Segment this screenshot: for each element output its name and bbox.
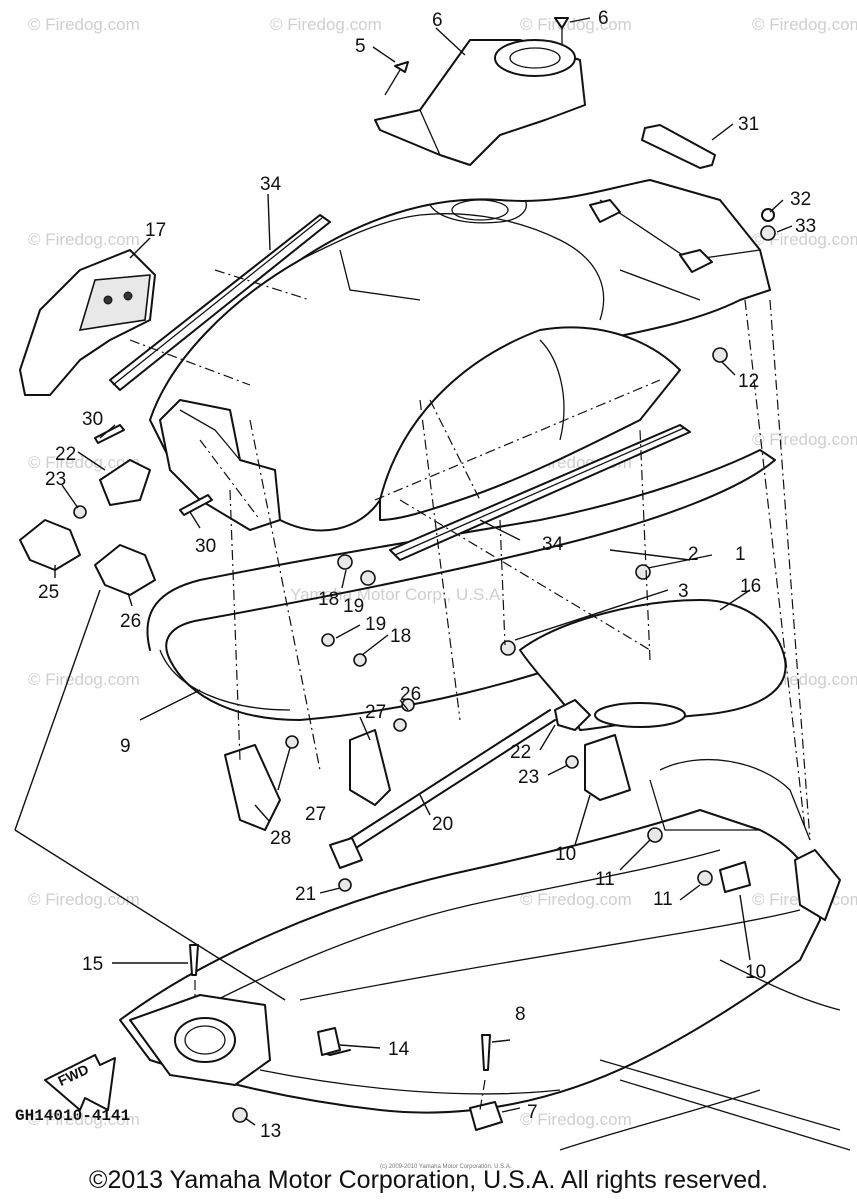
callout-34-top: 34 [260,174,282,195]
watermark: © Firedog.com [28,15,140,34]
callout-13: 13 [260,1121,281,1142]
watermark: © Firedog.com [28,453,140,472]
callout-26-right: 26 [120,611,141,632]
small-parts [19,124,841,1131]
part-diagram-code: GH14010-4141 [15,1107,130,1125]
callout-10-middle: 10 [555,844,576,865]
fasteners [73,17,728,1123]
watermark: © Firedog.com [752,430,857,449]
watermark: © Firedog.com [270,15,382,34]
deck [146,179,776,721]
callout-30-left: 30 [82,409,103,430]
callout-19-top: 19 [343,596,364,617]
callout-18-bottom: 18 [390,626,411,647]
callout-31: 31 [738,114,759,135]
callout-28: 27 [365,702,386,723]
watermark: © Firedog.com [520,15,632,34]
watermark: © Firedog.com [28,670,140,689]
callout-34-bottom: 34 [542,534,564,555]
part-16-hood [519,599,787,731]
callout-22: 22 [510,742,531,763]
callout-14: 14 [388,1039,410,1060]
callout-11-right: 11 [653,889,673,910]
watermark: © Firedog.com [752,15,857,34]
callout-1: 1 [735,544,746,565]
watermark: Yamaha Motor Corp., U.S.A. [290,585,505,604]
callout-labels: 6 6 5 31 34 17 32 33 12 30 22 23 30 34 2… [15,8,816,1142]
callout-27-bottom: 27 [305,804,326,825]
callout-15: 15 [82,954,103,975]
watermark: © Firedog.com [28,890,140,909]
parts-exploded-diagram: © Firedog.com © Firedog.com © Firedog.co… [14,8,857,1151]
callout-26-left: 25 [38,582,59,603]
callout-11-middle: 11 [595,869,615,890]
callout-4: 6 [432,10,443,31]
part-4-handlebar-cover [374,39,586,166]
callout-5: 5 [355,36,366,57]
copyright-footer: ©2013 Yamaha Motor Corporation, U.S.A. A… [89,1166,768,1194]
watermark: © Firedog.com [752,230,857,249]
part-34-strips [109,214,691,561]
part-17-bumper [19,249,156,396]
callout-20: 20 [432,814,453,835]
callout-12: 12 [738,371,759,392]
callout-18-top: 18 [318,589,339,610]
callout-2: 2 [688,544,699,565]
callout-29: 28 [270,828,291,849]
callout-17: 17 [145,220,166,241]
small-copyright-notice: (c) 2009-2010 Yamaha Motor Corporation, … [380,1164,512,1170]
watermark: © Firedog.com [28,1110,140,1129]
hull [119,759,851,1151]
watermark: © Firedog.com [28,230,140,249]
callout-7: 7 [527,1102,538,1123]
callout-27-top: 26 [400,684,421,705]
callout-25: 23 [45,469,66,490]
callout-19-bottom: 19 [365,614,386,635]
watermark: © Firedog.com [520,1110,632,1129]
watermark: © Firedog.com [520,890,632,909]
callout-33: 33 [795,216,816,237]
callout-16: 16 [740,576,761,597]
callout-24: 22 [55,444,76,465]
callout-8: 8 [515,1004,526,1025]
callout-9: 9 [120,736,131,757]
callout-23: 23 [518,767,539,788]
callout-6: 6 [598,8,609,29]
callout-30-right: 30 [195,536,216,557]
callout-21: 21 [295,884,316,905]
leader-lines [14,17,811,1126]
callout-32: 32 [790,189,811,210]
callout-10-right: 10 [745,962,766,983]
callout-3: 3 [678,581,689,602]
